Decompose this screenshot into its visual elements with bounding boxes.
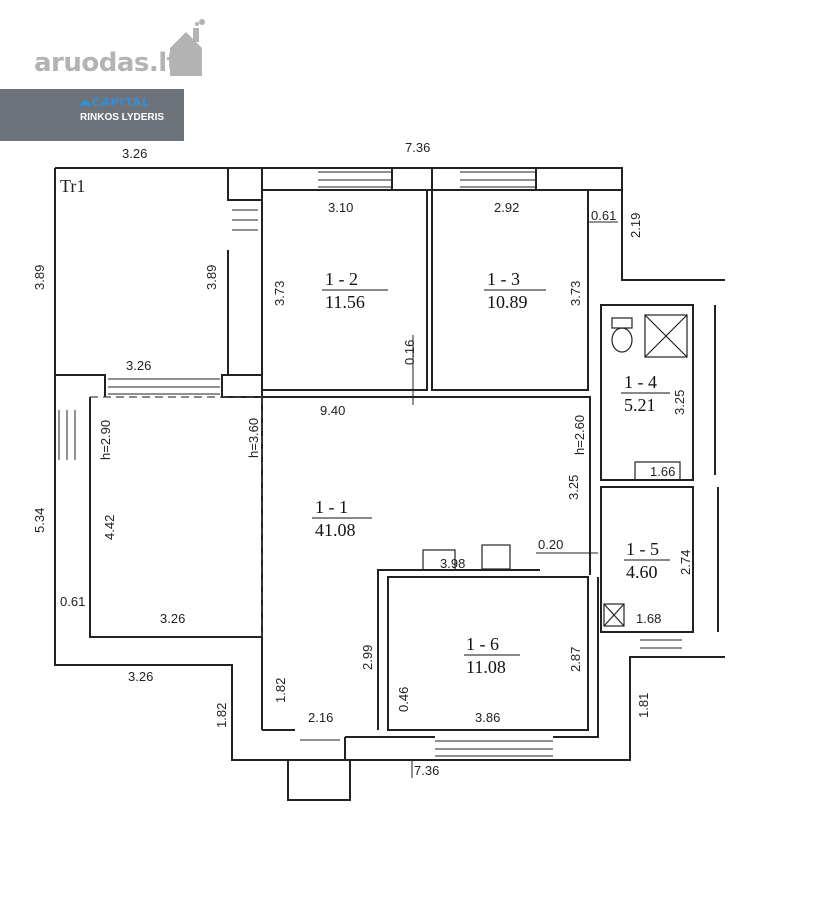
dimension-label: 3.25	[672, 390, 687, 415]
room-area: 10.89	[487, 292, 528, 312]
dimension-label: 7.36	[414, 763, 439, 778]
dimension-label: 2.92	[494, 200, 519, 215]
dimension-label: 2.19	[628, 213, 643, 238]
dimension-label: 3.26	[126, 358, 151, 373]
room-id: 1 - 1	[315, 497, 348, 517]
shower-icon	[644, 314, 688, 358]
dimension-label: 1.82	[273, 678, 288, 703]
dimension-label: 0.61	[60, 594, 85, 609]
dimension-label: 3.89	[204, 265, 219, 290]
height-label: h=3.60	[246, 418, 261, 458]
room-area: 4.60	[626, 562, 658, 582]
dimension-label: 4.42	[102, 515, 117, 540]
site-logo: aruodas.lt	[34, 18, 214, 84]
site-name: aruodas	[34, 48, 149, 78]
dimension-label: 3.73	[568, 281, 583, 306]
stove-icon	[481, 544, 511, 570]
sink-icon	[422, 549, 456, 571]
plan-dimension-ticks	[411, 221, 618, 778]
dimension-label: 3.25	[566, 475, 581, 500]
dimension-label: 3.86	[475, 710, 500, 725]
dimension-label: 3.26	[128, 669, 153, 684]
dimension-label: 1.66	[650, 464, 675, 479]
dimension-label: 3.10	[328, 200, 353, 215]
dimension-label: 0.16	[402, 340, 417, 365]
room-id: 1 - 5	[626, 539, 659, 559]
room-id: 1 - 2	[325, 269, 358, 289]
plan-fixtures	[422, 314, 688, 627]
dimension-label: 0.46	[396, 687, 411, 712]
house-icon	[170, 19, 205, 76]
room-id: 1 - 4	[624, 372, 657, 392]
dimension-label: 0.20	[538, 537, 563, 552]
room-area: 11.08	[466, 657, 506, 677]
dimension-label: 2.87	[568, 647, 583, 672]
dimension-label: 3.73	[272, 281, 287, 306]
dimension-label: 7.36	[405, 140, 430, 155]
room-area: 5.21	[624, 395, 656, 415]
dimension-label: 2.74	[678, 550, 693, 575]
washer-icon	[634, 461, 681, 481]
dimension-label: 9.40	[320, 403, 345, 418]
dimension-label: 3.26	[122, 146, 147, 161]
dimension-label: 5.34	[32, 508, 47, 533]
dimension-label: 3.26	[160, 611, 185, 626]
boiler-icon	[603, 603, 625, 627]
toilet-icon	[611, 327, 633, 353]
plan-room-underlines	[312, 289, 670, 656]
agency-tagline: RINKOS LYDERIS	[80, 112, 165, 123]
agency-logo-icon	[79, 99, 91, 106]
dimension-label: 3.98	[440, 556, 465, 571]
dimension-label: 2.16	[308, 710, 333, 725]
height-label: h=2.60	[572, 415, 587, 455]
height-label: h=2.90	[98, 420, 113, 460]
dimension-label: 3.89	[32, 265, 47, 290]
dimension-label: 1.81	[636, 693, 651, 718]
room-id: 1 - 3	[487, 269, 520, 289]
dimension-label: 0.61	[591, 208, 616, 223]
room-id: 1 - 6	[466, 634, 499, 654]
dimension-label: 1.82	[214, 703, 229, 728]
plan-open-boundaries	[90, 396, 263, 637]
dimension-label: 2.99	[360, 645, 375, 670]
room-area: 41.08	[315, 520, 356, 540]
dimension-label: 1.68	[636, 611, 661, 626]
plan-walls	[54, 167, 725, 801]
plan-windows	[58, 171, 682, 757]
room-area: 11.56	[325, 292, 365, 312]
plan-label: Tr1	[60, 176, 85, 196]
agency-banner: CAPITAL RINKOS LYDERIS	[0, 89, 184, 141]
agency-brand: CAPITAL	[92, 96, 150, 109]
